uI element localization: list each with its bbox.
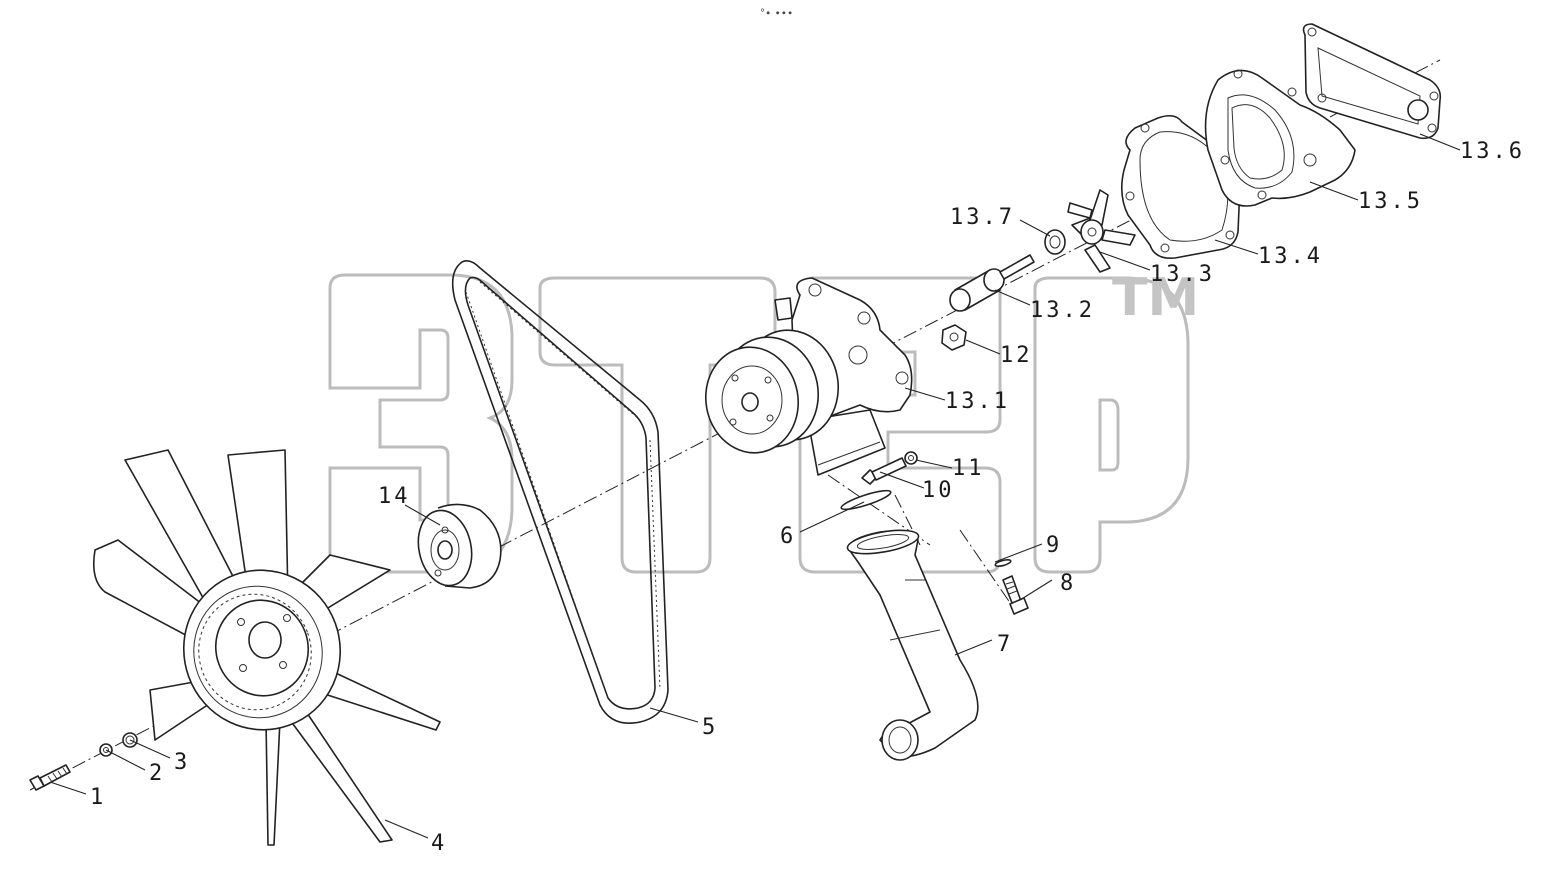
callout-13-1: 13.1 (945, 389, 1010, 414)
callout-13-3: 13.3 (1150, 262, 1215, 287)
callout-10: 10 (922, 478, 955, 503)
callout-13-7: 13.7 (950, 205, 1015, 230)
callout-12: 12 (1000, 343, 1033, 368)
pump-body-icon (704, 277, 913, 476)
nut-icon (941, 324, 967, 351)
callout-4: 4 (431, 831, 447, 856)
gasket-icon (840, 489, 892, 511)
pipe-axis-line-2 (894, 494, 921, 546)
callout-2: 2 (149, 761, 165, 786)
bolt-icon (29, 764, 71, 791)
callout-8: 8 (1060, 571, 1076, 596)
callout-6: 6 (780, 524, 796, 549)
header-mark: °∙ ∙∙∙ (760, 8, 793, 19)
washer-icon (904, 451, 918, 465)
callout-13-5: 13.5 (1358, 189, 1423, 214)
bolt-8-axis-line (959, 529, 1016, 611)
callout-7: 7 (997, 632, 1013, 657)
callout-1: 1 (90, 785, 106, 810)
leader-lines (49, 133, 1461, 839)
idler-pulley-icon (417, 503, 502, 589)
callout-13-4: 13.4 (1258, 244, 1323, 269)
watermark-trademark: TM (1112, 268, 1199, 328)
callout-13-2: 13.2 (1030, 298, 1095, 323)
callout-13-6: 13.6 (1460, 139, 1525, 164)
bolt-icon (1002, 575, 1029, 615)
fan-icon (92, 449, 441, 846)
pipe-icon (846, 529, 979, 761)
seal-icon (1044, 229, 1066, 255)
callout-5: 5 (702, 715, 718, 740)
bearing-shaft-icon (949, 254, 1035, 312)
bolt-icon (861, 457, 907, 485)
belt-icon (451, 260, 669, 724)
impeller-icon (1067, 189, 1136, 273)
callout-3: 3 (174, 750, 190, 775)
callout-9: 9 (1046, 533, 1062, 558)
washer-icon (994, 559, 1012, 567)
callout-11: 11 (952, 456, 985, 481)
callout-14: 14 (378, 484, 411, 509)
cover-icon (1204, 69, 1356, 207)
gasket-icon (1302, 23, 1442, 140)
